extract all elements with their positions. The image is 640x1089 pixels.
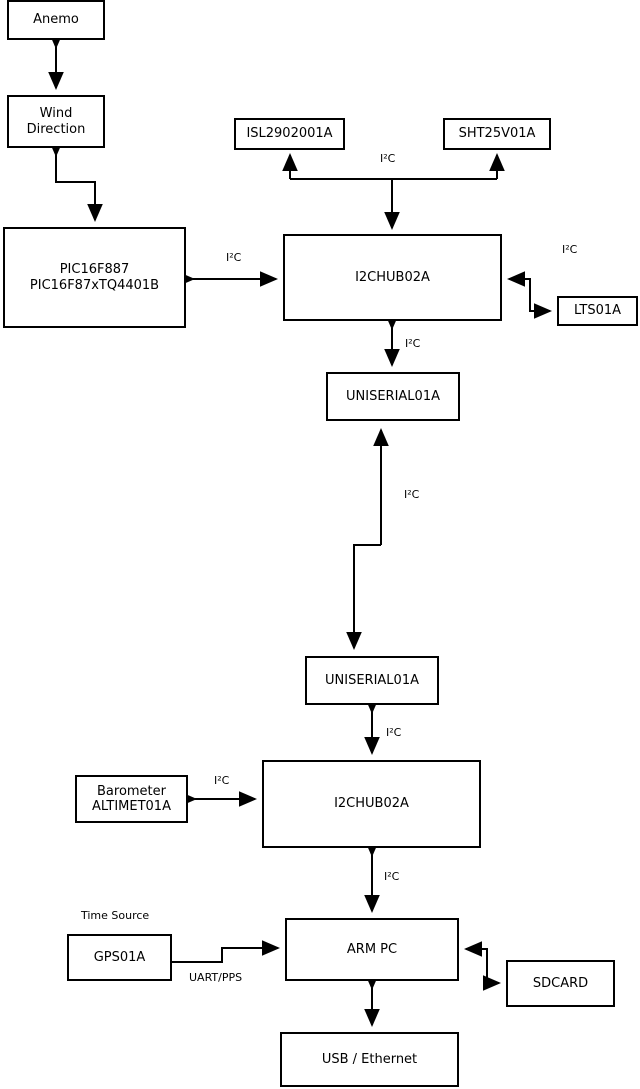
edge-label-i2c-sensor-bus: I²C [380,152,396,165]
node-gps01a-label: GPS01A [93,949,146,965]
node-anemo[interactable]: Anemo [7,0,105,40]
node-i2chub02a-bottom-label: I2CHUB02A [334,796,409,812]
node-anemo-label: Anemo [33,12,79,28]
connector-armpc-sdcard [473,948,501,991]
connector-hubtop-lts [516,278,552,319]
node-uniserial01a-upper[interactable]: UNISERIAL01A [326,372,460,421]
connector-pic-winddirection [48,139,103,222]
node-usb-ethernet[interactable]: USB / Ethernet [280,1032,459,1087]
connector-gps-armpc [172,940,280,963]
node-arm-pc-label: ARM PC [346,941,398,957]
node-isl2902001a-label: ISL2902001A [246,126,333,142]
node-arm-pc[interactable]: ARM PC [285,918,459,981]
node-i2chub02a-top-label: I2CHUB02A [355,269,430,285]
node-i2chub02a-top[interactable]: I2CHUB02A [283,234,502,321]
node-isl2902001a[interactable]: ISL2902001A [234,118,345,150]
edge-label-i2c-long-link: I²C [404,488,420,501]
node-gps01a[interactable]: GPS01A [67,934,172,981]
node-sht25v01a[interactable]: SHT25V01A [443,118,551,150]
node-lts01a[interactable]: LTS01A [557,296,638,326]
node-sdcard-label: SDCARD [532,975,589,991]
node-i2chub02a-bottom[interactable]: I2CHUB02A [262,760,481,848]
edge-label-i2c-lts: I²C [562,243,578,256]
edge-label-i2c-barometer: I²C [214,774,230,787]
edge-label-i2c-hub-uniserial: I²C [405,337,421,350]
edge-label-i2c-uniserial-hub: I²C [386,726,402,739]
connector-hubtop-sensorbus [289,157,498,227]
node-pic-microcontroller-label: PIC16F887 PIC16F87xTQ4401B [29,262,160,293]
node-sht25v01a-label: SHT25V01A [458,126,536,142]
label-time-source: Time Source [81,909,150,922]
edge-label-i2c-pic-hub: I²C [226,251,242,264]
node-sdcard[interactable]: SDCARD [506,960,615,1007]
edge-label-uart-pps: UART/PPS [189,971,243,984]
connector-uniserials-bend [353,544,381,560]
edge-label-i2c-hub-armpc: I²C [384,870,400,883]
node-uniserial01a-upper-label: UNISERIAL01A [346,388,440,404]
node-pic-microcontroller[interactable]: PIC16F887 PIC16F87xTQ4401B [3,227,186,328]
node-barometer-altimet01a-label: Barometer ALTIMET01A [92,783,171,814]
node-usb-ethernet-label: USB / Ethernet [321,1051,418,1067]
node-uniserial01a-lower[interactable]: UNISERIAL01A [305,656,439,705]
node-wind-direction-label: Wind Direction [26,106,86,137]
node-uniserial01a-lower-label: UNISERIAL01A [325,672,419,688]
node-wind-direction[interactable]: Wind Direction [7,95,105,148]
node-lts01a-label: LTS01A [573,303,622,319]
node-barometer-altimet01a[interactable]: Barometer ALTIMET01A [75,775,188,823]
